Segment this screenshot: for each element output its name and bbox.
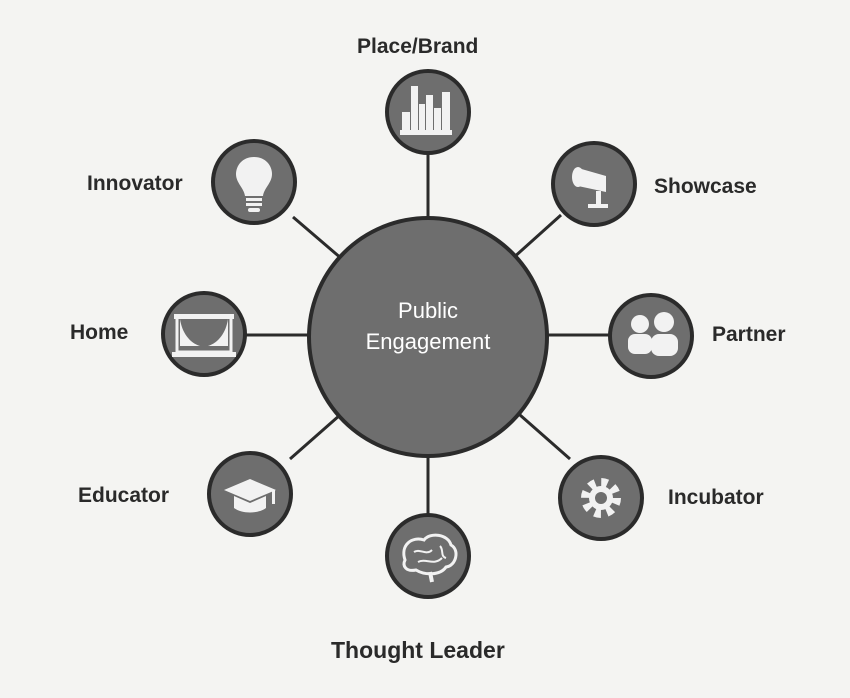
connectors xyxy=(246,152,611,514)
connector-showcase xyxy=(510,213,563,261)
label-thought-leader: Thought Leader xyxy=(331,637,505,663)
connector-educator xyxy=(289,413,341,461)
node-partner xyxy=(608,293,694,379)
brain-icon xyxy=(402,533,458,583)
label-innovator: Innovator xyxy=(87,172,183,195)
node-incubator xyxy=(558,455,644,541)
graduation-cap-icon xyxy=(224,479,276,513)
node-place-brand xyxy=(385,69,471,155)
center-label: Public Engagement xyxy=(309,295,547,357)
connector-incubator xyxy=(519,413,571,461)
people-icon xyxy=(628,312,678,356)
lightbulb-icon xyxy=(236,157,272,212)
node-thought-leader xyxy=(385,513,471,599)
node-innovator xyxy=(211,139,297,225)
stage-curtain-icon xyxy=(172,314,236,357)
label-incubator: Incubator xyxy=(668,486,764,509)
node-home xyxy=(161,291,247,377)
node-showcase xyxy=(551,141,637,227)
city-skyline-icon xyxy=(400,86,452,135)
label-partner: Partner xyxy=(712,323,786,346)
label-showcase: Showcase xyxy=(654,175,757,198)
node-educator xyxy=(207,451,293,537)
label-home: Home xyxy=(70,321,129,344)
connector-innovator xyxy=(292,215,343,261)
gear-icon xyxy=(581,478,621,518)
center-label-line1: Public xyxy=(398,298,458,323)
center-hub xyxy=(307,216,549,458)
label-place-brand: Place/Brand xyxy=(357,35,479,58)
label-educator: Educator xyxy=(78,484,170,507)
center-label-line2: Engagement xyxy=(365,329,491,354)
spotlight-icon xyxy=(572,167,608,208)
